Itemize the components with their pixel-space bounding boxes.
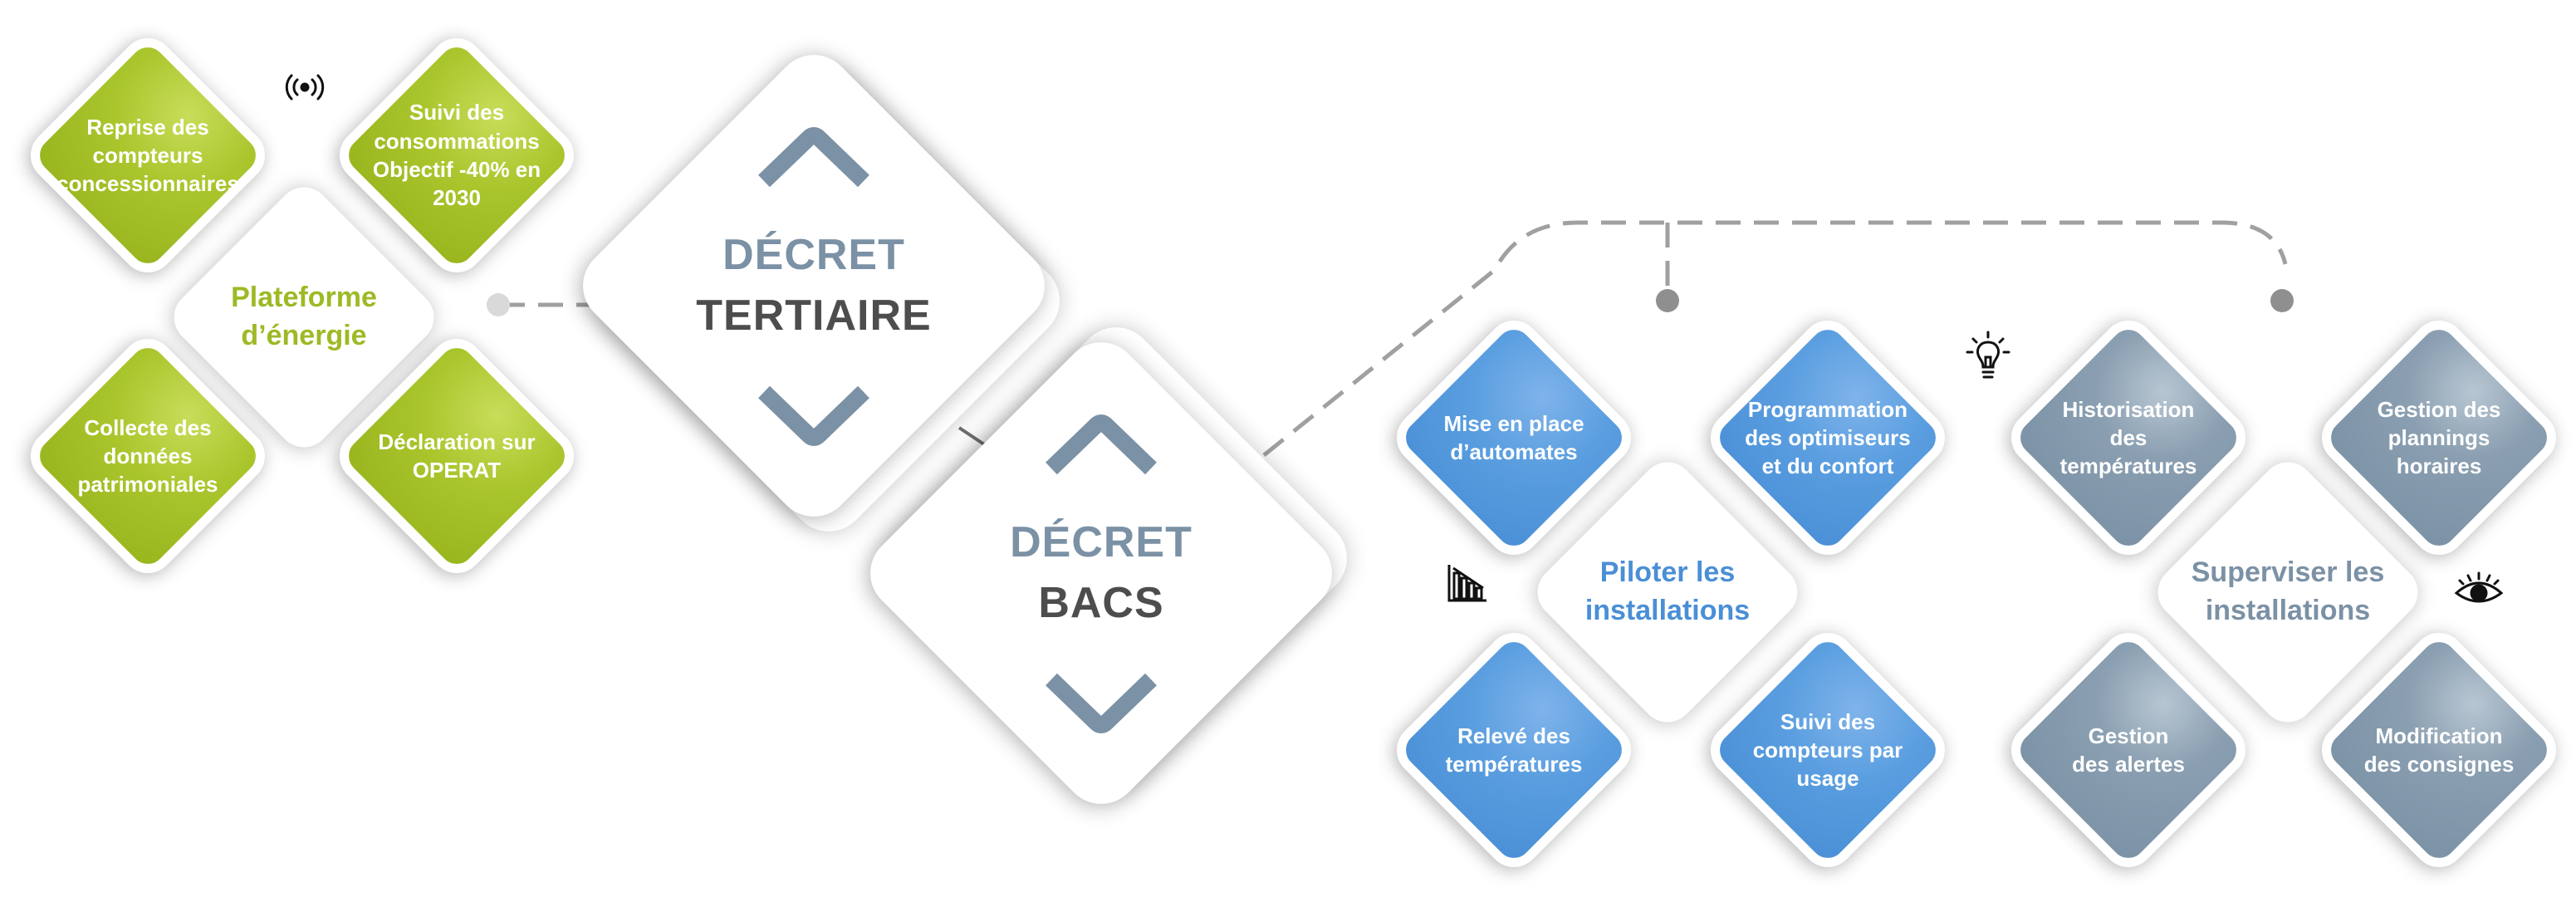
decret-tertiaire-title-bottom: TERTIAIRE bbox=[696, 292, 932, 340]
tile-operat-line2: OPERAT bbox=[412, 458, 502, 483]
tile-historisation-line1: Historisation bbox=[2062, 396, 2195, 422]
tile-releve-line1: Relevé des bbox=[1457, 723, 1570, 748]
lightbulb-icon bbox=[1966, 331, 2010, 379]
superviser-title-line1: Superviser les bbox=[2191, 556, 2385, 589]
energy-platform-title-line1: Plateforme bbox=[231, 282, 377, 314]
tile-operat-declaration: Déclaration sur OPERAT bbox=[328, 327, 585, 585]
tile-historisation: Historisation des températures bbox=[2000, 309, 2257, 566]
tile-consignes-line1: Modification bbox=[2375, 723, 2503, 748]
tile-asset-data-line3: patrimoniales bbox=[77, 472, 218, 498]
tile-asset-data-line2: données bbox=[103, 443, 193, 468]
piloter-hub: Piloter les installations bbox=[1526, 451, 1809, 733]
energy-platform-title-line2: d’énergie bbox=[241, 320, 367, 351]
decret-bacs-title-bottom: BACS bbox=[1038, 579, 1164, 627]
chevron-up-icon bbox=[758, 127, 869, 188]
tile-alertes-line2: des alertes bbox=[2072, 752, 2185, 777]
tile-plannings-line3: horaires bbox=[2396, 453, 2482, 479]
tile-meter-takeover: Reprise des compteurs concessionnaires bbox=[19, 27, 277, 284]
superviser-title-line2: installations bbox=[2205, 595, 2371, 626]
chevron-up-icon bbox=[1046, 414, 1157, 475]
chevron-down-icon bbox=[1046, 673, 1157, 733]
tile-compteurs-usage-line2: compteurs par bbox=[1752, 737, 1903, 762]
tile-consignes-line2: des consignes bbox=[2363, 752, 2515, 777]
tile-releve-temperatures: Relevé des températures bbox=[1385, 621, 1643, 879]
superviser-hub: Superviser les installations bbox=[2147, 451, 2429, 733]
decret-bacs-title-top: DÉCRET bbox=[1010, 518, 1193, 567]
piloter-title-line2: installations bbox=[1584, 595, 1751, 626]
tile-plannings-line1: Gestion des bbox=[2377, 396, 2501, 422]
tile-plannings: Gestion des plannings horaires bbox=[2310, 309, 2568, 566]
tile-automates-line2: d’automates bbox=[1450, 439, 1578, 464]
decret-tertiaire: DÉCRET TERTIAIRE bbox=[567, 39, 1075, 547]
tile-consumption-line2: consommations bbox=[374, 128, 540, 154]
tile-asset-data-line1: Collecte des bbox=[84, 414, 212, 440]
tile-historisation-line3: températures bbox=[2059, 453, 2197, 479]
tile-meter-takeover-line1: Reprise des bbox=[86, 114, 209, 140]
chevron-down-icon bbox=[758, 385, 869, 446]
tile-plannings-line2: plannings bbox=[2387, 424, 2490, 450]
tile-automates-line1: Mise en place bbox=[1443, 410, 1584, 436]
tile-consumption-line4: 2030 bbox=[433, 185, 481, 211]
tile-consumption-line1: Suivi des bbox=[409, 100, 505, 125]
tile-optimiseurs: Programmation des optimiseurs et du conf… bbox=[1699, 309, 1956, 566]
tile-optimiseurs-line1: Programmation bbox=[1747, 396, 1908, 422]
tile-optimiseurs-line2: des optimiseurs bbox=[1745, 424, 1911, 450]
tile-historisation-line2: des bbox=[2109, 424, 2147, 450]
tile-compteurs-usage-line3: usage bbox=[1796, 766, 1859, 792]
decret-tertiaire-title-top: DÉCRET bbox=[722, 231, 905, 280]
tile-consumption-line3: Objectif -40% en bbox=[372, 157, 541, 182]
decret-bacs: DÉCRET BACS bbox=[855, 311, 1363, 820]
tile-automates: Mise en place d’automates bbox=[1385, 309, 1643, 566]
energy-platform-hub: Plateforme d’énergie bbox=[163, 176, 445, 458]
tile-optimiseurs-line3: et du confort bbox=[1761, 453, 1894, 479]
tile-compteurs-usage-line1: Suivi des bbox=[1780, 708, 1876, 734]
tile-consumption-tracking: Suivi des consommations Objectif -40% en… bbox=[328, 27, 585, 284]
eye-icon bbox=[2454, 571, 2504, 603]
tile-operat-line1: Déclaration sur bbox=[378, 429, 536, 454]
tile-alertes-line1: Gestion bbox=[2088, 723, 2169, 748]
tile-releve-line2: températures bbox=[1445, 752, 1583, 777]
piloter-title-line1: Piloter les bbox=[1599, 556, 1736, 589]
bar-chart-icon bbox=[1447, 565, 1486, 602]
tile-meter-takeover-line2: compteurs bbox=[92, 142, 203, 168]
wireless-signal-icon bbox=[285, 74, 325, 100]
tile-asset-data: Collecte des données patrimoniales bbox=[19, 327, 277, 585]
tile-alertes: Gestion des alertes bbox=[2000, 621, 2257, 879]
tile-compteurs-usage: Suivi des compteurs par usage bbox=[1699, 621, 1956, 879]
tile-meter-takeover-line3: concessionnaires bbox=[56, 171, 239, 197]
tile-consignes: Modification des consignes bbox=[2310, 621, 2568, 879]
